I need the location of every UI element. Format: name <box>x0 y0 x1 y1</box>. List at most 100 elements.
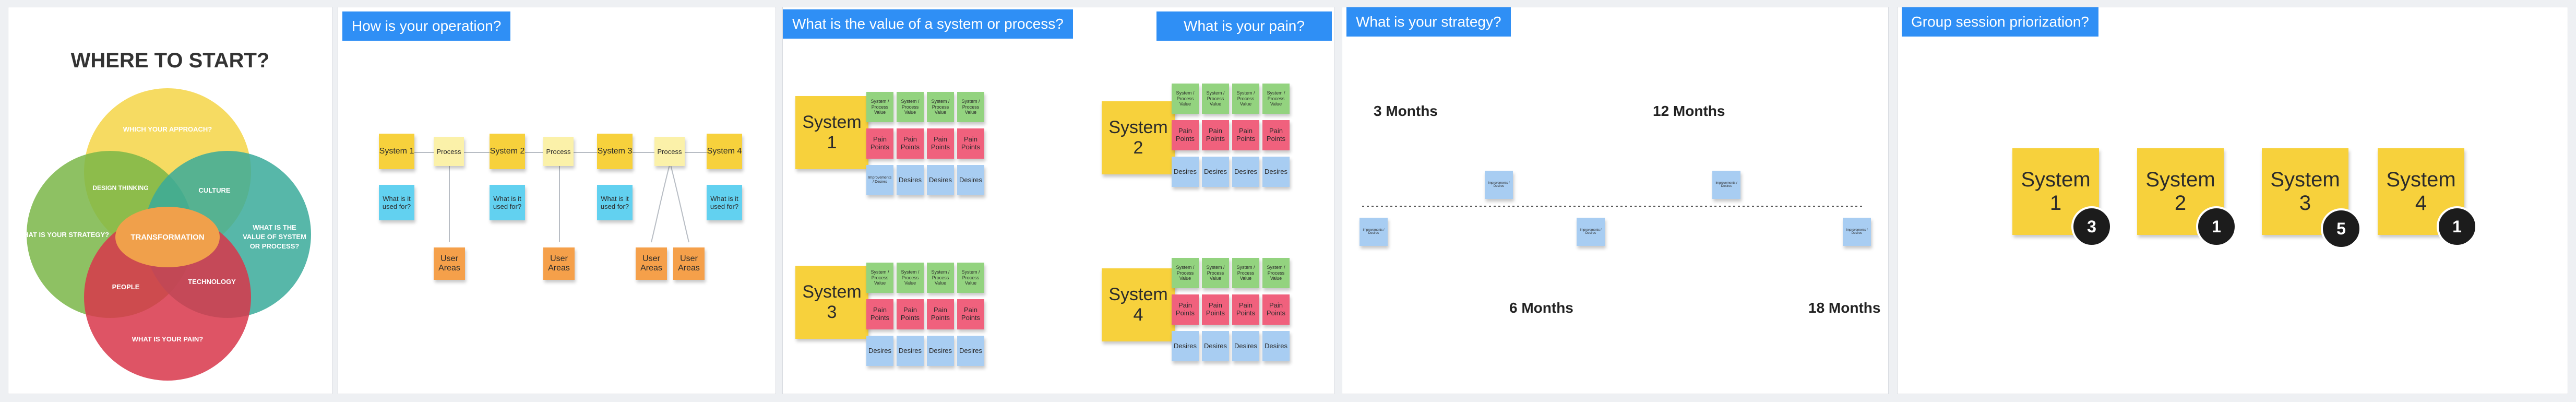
venn-overlap-left-bottom: PEOPLE <box>112 283 140 291</box>
desires-note-3-4[interactable]: Desires <box>957 336 984 366</box>
value-system-2[interactable]: System 2 <box>1102 101 1175 174</box>
venn-label-bottom: WHAT IS YOUR PAIN? <box>132 335 204 343</box>
venn-label-right-1: WHAT IS THE <box>253 223 296 231</box>
operation-frame[interactable]: How is your operation? System 1 Process … <box>338 7 776 394</box>
desires-note-2-3[interactable]: Desires <box>1232 157 1259 187</box>
pain-note-4-4[interactable]: Pain Points <box>1262 294 1290 325</box>
operation-system-4[interactable]: System 4 <box>707 134 742 169</box>
pain-note-3-1[interactable]: Pain Points <box>866 299 893 329</box>
pain-note-3-3[interactable]: Pain Points <box>927 299 954 329</box>
pain-title: What is your pain? <box>1156 11 1332 41</box>
operation-system-1[interactable]: System 1 <box>379 134 414 169</box>
venn-title: WHERE TO START? <box>70 49 270 72</box>
milestone-12-months: 12 Months <box>1653 103 1725 119</box>
operation-user-areas-1[interactable]: User Areas <box>434 247 465 280</box>
desires-note-1-3[interactable]: Desires <box>927 165 954 195</box>
venn-frame[interactable]: WHERE TO START? WHICH YOUR APPROACH? WHA… <box>8 7 332 394</box>
operation-user-areas-2[interactable]: User Areas <box>543 247 575 280</box>
operation-system-3[interactable]: System 3 <box>597 134 633 169</box>
pain-note-2-2[interactable]: Pain Points <box>1202 120 1229 150</box>
venn-circle-bottom[interactable] <box>84 214 251 381</box>
venn-center-label: TRANSFORMATION <box>130 233 204 242</box>
priority-votes-1: 3 <box>2071 206 2112 247</box>
prioritization-frame[interactable]: Group session priorization? System 1 3 S… <box>1898 7 2568 394</box>
priority-votes-2: 1 <box>2196 206 2237 247</box>
pain-note-4-3[interactable]: Pain Points <box>1232 294 1259 325</box>
strategy-frame[interactable]: What is your strategy? 3 Months 12 Month… <box>1342 7 1888 394</box>
value-system-1[interactable]: System 1 <box>795 96 868 169</box>
pain-note-1-3[interactable]: Pain Points <box>927 128 954 159</box>
operation-process-3[interactable]: Process <box>654 137 685 166</box>
priority-votes-4: 1 <box>2437 206 2477 247</box>
value-note-1-1[interactable]: System / Process Value <box>866 92 893 122</box>
operation-used-for-3[interactable]: What is it used for? <box>597 185 633 220</box>
value-note-1-3[interactable]: System / Process Value <box>927 92 954 122</box>
desires-note-2-2[interactable]: Desires <box>1202 157 1229 187</box>
venn-center[interactable] <box>115 207 220 267</box>
desires-note-4-3[interactable]: Desires <box>1232 331 1259 361</box>
desires-note-3-2[interactable]: Desires <box>897 336 924 366</box>
venn-overlap-top-left: DESIGN THINKING <box>92 184 148 192</box>
value-note-4-2[interactable]: System / Process Value <box>1202 258 1229 288</box>
desires-note-4-2[interactable]: Desires <box>1202 331 1229 361</box>
pain-note-1-1[interactable]: Pain Points <box>866 128 893 159</box>
value-system-4[interactable]: System 4 <box>1102 268 1175 341</box>
value-frame[interactable]: What is the value of a system or process… <box>783 7 1334 394</box>
pain-note-4-2[interactable]: Pain Points <box>1202 294 1229 325</box>
operation-used-for-1[interactable]: What is it used for? <box>379 185 414 220</box>
value-system-3[interactable]: System 3 <box>795 266 868 339</box>
desires-note-3-3[interactable]: Desires <box>927 336 954 366</box>
desires-note-3-1[interactable]: Desires <box>866 336 893 366</box>
priority-votes-3: 5 <box>2321 208 2362 249</box>
desires-note-1-2[interactable]: Desires <box>897 165 924 195</box>
value-title: What is the value of a system or process… <box>783 9 1073 39</box>
pain-note-3-2[interactable]: Pain Points <box>897 299 924 329</box>
pain-note-2-1[interactable]: Pain Points <box>1172 120 1199 150</box>
value-note-3-4[interactable]: System / Process Value <box>957 263 984 293</box>
milestone-18-months: 18 Months <box>1808 300 1881 316</box>
value-note-4-1[interactable]: System / Process Value <box>1172 258 1199 288</box>
value-note-3-1[interactable]: System / Process Value <box>866 263 893 293</box>
desires-note-2-1[interactable]: Desires <box>1172 157 1199 187</box>
desires-note-1-1[interactable]: Improvements / Desires <box>866 165 893 195</box>
operation-user-areas-4[interactable]: User Areas <box>673 247 705 280</box>
strategy-title: What is your strategy? <box>1346 7 1511 37</box>
pain-note-1-2[interactable]: Pain Points <box>897 128 924 159</box>
operation-process-2[interactable]: Process <box>543 137 574 166</box>
venn-diagram: WHICH YOUR APPROACH? WHAT IS YOUR STRATE… <box>17 88 311 381</box>
strategy-note-start[interactable]: Improvements / Desires <box>1359 218 1388 246</box>
venn-label-top: WHICH YOUR APPROACH? <box>123 125 212 133</box>
operation-used-for-4[interactable]: What is it used for? <box>707 185 742 220</box>
timeline-line <box>1362 206 1864 207</box>
venn-label-right-3: OR PROCESS? <box>250 242 300 250</box>
pain-note-2-3[interactable]: Pain Points <box>1232 120 1259 150</box>
strategy-note-12-months[interactable]: Improvements / Desires <box>1712 171 1740 199</box>
value-note-1-2[interactable]: System / Process Value <box>897 92 924 122</box>
pain-note-3-4[interactable]: Pain Points <box>957 299 984 329</box>
pain-note-1-4[interactable]: Pain Points <box>957 128 984 159</box>
value-note-3-3[interactable]: System / Process Value <box>927 263 954 293</box>
value-note-1-4[interactable]: System / Process Value <box>957 92 984 122</box>
strategy-note-3-months[interactable]: Improvements / Desires <box>1485 171 1513 199</box>
operation-used-for-2[interactable]: What is it used for? <box>490 185 525 220</box>
desires-note-4-1[interactable]: Desires <box>1172 331 1199 361</box>
value-note-2-3[interactable]: System / Process Value <box>1232 84 1259 114</box>
value-note-2-2[interactable]: System / Process Value <box>1202 84 1229 114</box>
operation-title: How is your operation? <box>342 11 511 41</box>
desires-note-4-4[interactable]: Desires <box>1262 331 1290 361</box>
pain-note-4-1[interactable]: Pain Points <box>1172 294 1199 325</box>
desires-note-2-4[interactable]: Desires <box>1262 157 1290 187</box>
operation-process-1[interactable]: Process <box>434 137 464 166</box>
value-note-4-3[interactable]: System / Process Value <box>1232 258 1259 288</box>
desires-note-1-4[interactable]: Desires <box>957 165 984 195</box>
value-note-4-4[interactable]: System / Process Value <box>1262 258 1290 288</box>
value-note-2-4[interactable]: System / Process Value <box>1262 84 1290 114</box>
milestone-6-months: 6 Months <box>1509 300 1573 316</box>
operation-user-areas-3[interactable]: User Areas <box>636 247 667 280</box>
pain-note-2-4[interactable]: Pain Points <box>1262 120 1290 150</box>
strategy-note-6-months[interactable]: Improvements / Desires <box>1577 218 1605 246</box>
value-note-3-2[interactable]: System / Process Value <box>897 263 924 293</box>
operation-system-2[interactable]: System 2 <box>490 134 525 169</box>
strategy-note-18-months[interactable]: Improvements / Desires <box>1843 218 1871 246</box>
value-note-2-1[interactable]: System / Process Value <box>1172 84 1199 114</box>
